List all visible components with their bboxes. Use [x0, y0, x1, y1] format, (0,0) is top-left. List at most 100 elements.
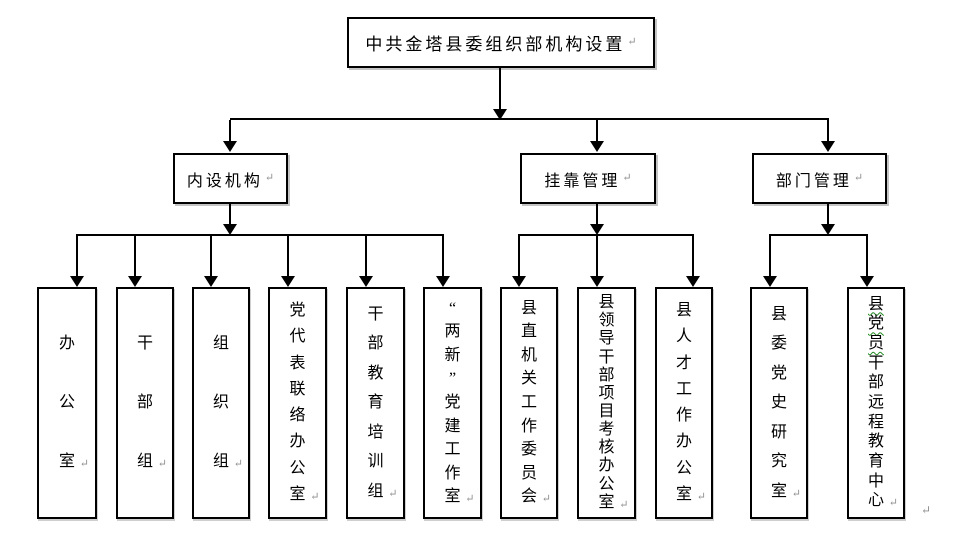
org-node-char: 培: [367, 423, 384, 441]
connector-drop: [134, 236, 136, 276]
org-node-char: 室↵: [289, 485, 320, 503]
org-node-char: 党: [444, 393, 461, 411]
org-node-char: 县: [675, 302, 692, 320]
return-mark: ↵: [696, 490, 706, 503]
org-node-char: 干: [367, 305, 384, 323]
org-node-char: 关: [520, 370, 537, 388]
org-node-char: 办: [598, 457, 615, 475]
org-node-char: 委: [770, 335, 787, 352]
org-node-char: 考: [598, 421, 615, 439]
return-mark: ↵: [541, 493, 551, 506]
return-mark: ↵: [791, 487, 801, 500]
connector-arrowhead: [686, 276, 700, 287]
connector-arrowhead: [204, 276, 218, 287]
connector-branch-stem: [229, 204, 231, 224]
connector-branch-stem: [827, 204, 829, 224]
connector-arrowhead: [436, 276, 450, 287]
org-node-root: 中共金塔县委组织部机构设置↵: [347, 17, 655, 68]
connector-drop: [229, 120, 231, 141]
return-mark: ↵: [619, 498, 629, 511]
org-node-char: 会↵: [520, 488, 551, 506]
return-mark: ↵: [310, 490, 320, 503]
connector-drop: [365, 236, 367, 276]
connector-branch-rail: [769, 234, 868, 236]
connector-arrowhead: [223, 224, 237, 235]
org-node-two-new-party-building-office: “两新”党建工作室↵: [423, 287, 482, 519]
org-node-char: 建: [444, 417, 461, 435]
org-node-char: 研: [770, 423, 787, 441]
org-node-label: 挂靠管理: [544, 172, 621, 190]
org-node-char: 党: [867, 315, 884, 333]
org-node-char: 公: [289, 459, 306, 477]
connector-arrowhead: [763, 276, 777, 287]
return-mark: ↵: [888, 497, 898, 510]
return-mark: ↵: [264, 172, 275, 184]
connector-drop: [442, 236, 444, 276]
connector-drop: [287, 236, 289, 276]
org-node-char: 中: [867, 472, 884, 490]
org-node-char: 工: [675, 380, 692, 398]
org-node-char: 教: [867, 433, 884, 451]
org-node-char: 史: [770, 394, 787, 411]
org-node-char: 究: [770, 453, 787, 470]
return-mark: ↵: [627, 36, 637, 48]
org-node-char: 党: [289, 302, 306, 320]
connector-arrowhead: [821, 224, 835, 235]
return-mark: ↵: [157, 458, 167, 470]
org-node-char: 办: [58, 335, 75, 352]
org-node-char: 导: [598, 330, 615, 348]
org-node-label: 部门管理: [775, 172, 852, 190]
org-node-char: 组↵: [136, 453, 167, 470]
org-node-char: 心↵: [867, 492, 898, 510]
org-node-label: 内设机构: [186, 172, 263, 190]
org-node-char: 室↵: [58, 453, 89, 470]
org-node-char: 干: [867, 354, 884, 372]
org-node-char: 领: [598, 312, 615, 330]
org-node-char: 室↵: [444, 488, 475, 506]
connector-branch-rail: [518, 234, 694, 236]
org-node-char: 室↵: [770, 482, 801, 500]
org-node-county-organs-work-committee: 县直机关工作委员会↵: [500, 287, 558, 519]
org-node-char: 项: [598, 384, 615, 402]
org-node-char: 人: [675, 328, 692, 346]
connector-arrowhead: [223, 141, 237, 152]
org-node-party-congress-liaison-office: 党代表联络办公室↵: [268, 287, 327, 519]
return-mark: ↵: [465, 493, 475, 506]
org-node-char: 织: [212, 394, 229, 411]
org-node-char: 代: [289, 328, 306, 346]
org-node-char: 作: [675, 407, 692, 425]
connector-arrowhead: [512, 276, 526, 287]
org-node-char: 县: [770, 305, 787, 323]
connector-drop: [692, 236, 694, 276]
org-node-char: 表: [289, 354, 306, 372]
org-node-office: 办公室↵: [37, 287, 97, 519]
org-node-char: 工: [520, 393, 537, 411]
connector-arrowhead: [590, 224, 604, 235]
connector-arrowhead: [70, 276, 84, 287]
org-node-char: “: [448, 299, 457, 317]
connector-branch-stem: [596, 204, 598, 224]
connector-branch-rail: [76, 234, 444, 236]
connector-drop: [518, 236, 520, 276]
org-node-char: 教: [367, 364, 384, 382]
org-node-char: 育: [367, 394, 384, 411]
org-node-internal-bodies: 内设机构↵: [173, 153, 288, 204]
org-node-char: 组↵: [212, 453, 243, 470]
connector-drop: [76, 236, 78, 276]
org-node-leading-cadre-project-assessment-office: 县领导干部项目考核办公室↵: [577, 287, 636, 519]
org-node-char: 目: [598, 402, 615, 420]
org-node-char: 县: [867, 295, 884, 313]
org-node-char: 公: [58, 394, 75, 411]
connector-drop: [210, 236, 212, 276]
org-node-char: 训: [367, 453, 384, 470]
return-mark: ↵: [622, 172, 632, 184]
org-node-talent-work-office: 县人才工作办公室↵: [655, 287, 713, 519]
connector-drop: [827, 120, 829, 141]
org-node-char: 部: [598, 366, 615, 384]
return-mark: ↵: [79, 458, 89, 470]
org-node-char: 络: [289, 407, 306, 425]
connector-arrowhead: [281, 276, 295, 287]
org-node-cadre-group: 干部组↵: [116, 287, 174, 519]
org-node-char: 部: [136, 394, 153, 411]
connector-drop: [769, 236, 771, 276]
